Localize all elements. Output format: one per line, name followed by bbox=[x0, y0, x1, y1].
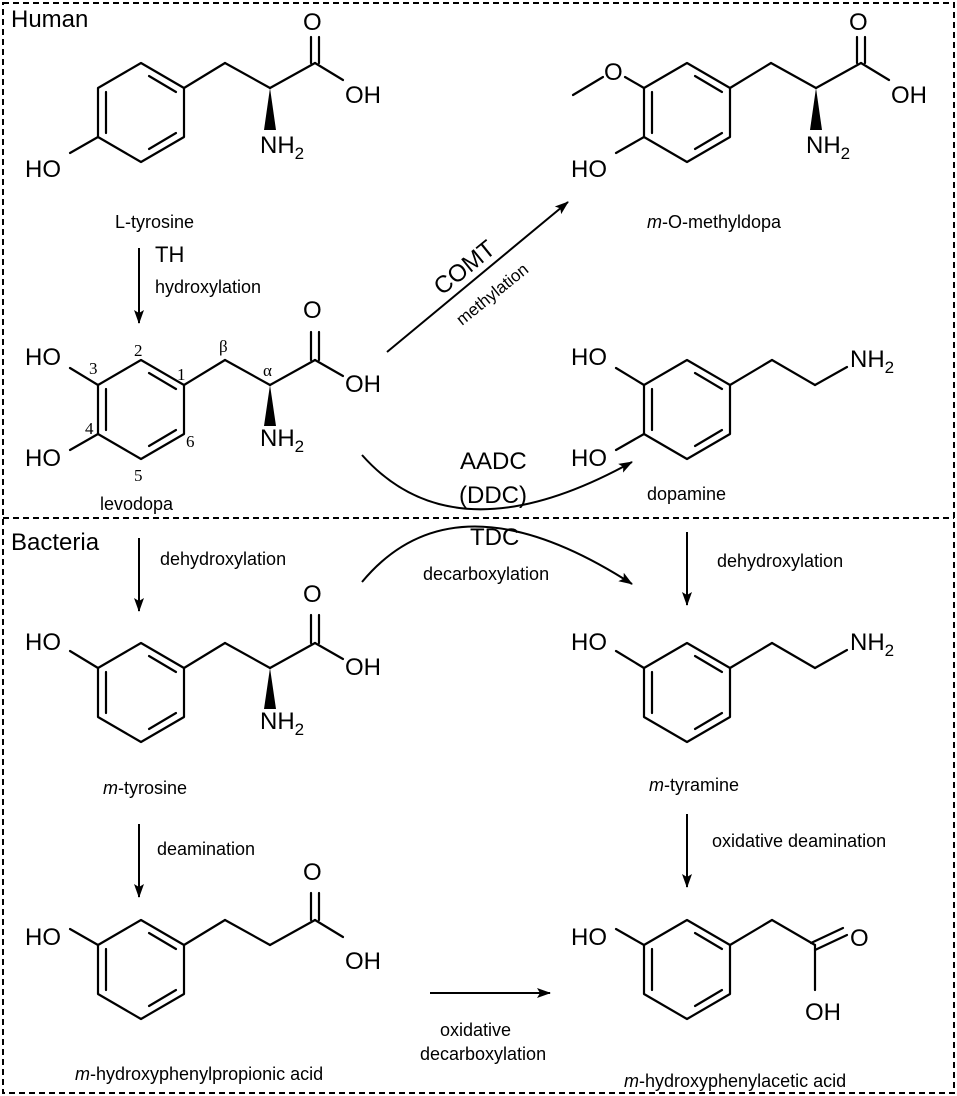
m-hppa-phenol-ho: HO bbox=[25, 924, 61, 951]
l-tyrosine-amine: NH2 bbox=[260, 132, 304, 163]
ddc-enzyme-label: (DDC) bbox=[459, 482, 527, 509]
ring-position-6: 6 bbox=[186, 432, 195, 451]
m-tyrosine-amine: NH2 bbox=[260, 708, 304, 739]
methyldopa-carbonyl-o: O bbox=[849, 9, 868, 36]
tdc-decarboxylation-arrow bbox=[361, 525, 633, 585]
m-o-methyldopa-label: m-O-methyldopa bbox=[647, 212, 782, 232]
m-tyrosine-label: m-tyrosine bbox=[103, 778, 187, 798]
l-tyrosine-acid-oh: OH bbox=[345, 82, 381, 109]
decarboxylation-label-bottom: decarboxylation bbox=[420, 1044, 546, 1064]
m-tyrosine-acid-oh: OH bbox=[345, 654, 381, 681]
m-hppa-structure bbox=[68, 891, 345, 1021]
alpha-carbon-label: α bbox=[263, 361, 272, 380]
levodopa-ho-3: HO bbox=[25, 344, 61, 371]
aadc-enzyme-label: AADC bbox=[460, 448, 527, 475]
m-hydroxyphenylpropionic-acid-label: m-hydroxyphenylpropionic acid bbox=[75, 1064, 323, 1084]
methyldopa-ether-o: O bbox=[604, 59, 623, 86]
dopamine-ho-3: HO bbox=[571, 344, 607, 371]
methyldopa-acid-oh: OH bbox=[891, 82, 927, 109]
tdc-enzyme-label: TDC bbox=[470, 524, 519, 551]
levodopa-carbonyl-o: O bbox=[303, 297, 322, 324]
dehydroxylation-label-right: dehydroxylation bbox=[717, 551, 843, 571]
human-section-label: Human bbox=[11, 6, 88, 33]
l-tyrosine-carbonyl-o: O bbox=[303, 9, 322, 36]
beta-carbon-label: β bbox=[219, 337, 228, 356]
m-tyramine-structure bbox=[614, 641, 849, 744]
dehydroxylation-label-left: dehydroxylation bbox=[160, 549, 286, 569]
m-tyramine-amine: NH2 bbox=[850, 629, 894, 660]
m-hppa-carbonyl-o: O bbox=[303, 859, 322, 886]
methyldopa-phenol-ho: HO bbox=[571, 156, 607, 183]
l-tyrosine-phenol-ho: HO bbox=[25, 156, 61, 183]
ring-position-4: 4 bbox=[85, 419, 94, 438]
methyldopa-amine: NH2 bbox=[806, 132, 850, 163]
dopamine-label: dopamine bbox=[647, 484, 726, 504]
bacteria-section-label: Bacteria bbox=[11, 529, 100, 556]
m-tyrosine-carbonyl-o: O bbox=[303, 581, 322, 608]
oxidative-label: oxidative bbox=[440, 1020, 511, 1040]
dopamine-amine: NH2 bbox=[850, 346, 894, 377]
levodopa-label: levodopa bbox=[100, 494, 174, 514]
th-enzyme-label: TH bbox=[155, 242, 184, 267]
ring-position-2: 2 bbox=[134, 341, 143, 360]
m-tyramine-phenol-ho: HO bbox=[571, 629, 607, 656]
m-tyrosine-phenol-ho: HO bbox=[25, 629, 61, 656]
hydroxylation-label: hydroxylation bbox=[155, 277, 261, 297]
dopamine-structure bbox=[614, 358, 849, 461]
m-hpaa-structure bbox=[614, 918, 849, 1021]
m-tyramine-label: m-tyramine bbox=[649, 775, 739, 795]
aadc-decarboxylation-arrow bbox=[361, 454, 633, 511]
l-tyrosine-label: L-tyrosine bbox=[115, 212, 194, 232]
decarboxylation-label: decarboxylation bbox=[423, 564, 549, 584]
m-hpaa-acid-oh: OH bbox=[805, 999, 841, 1026]
ring-position-5: 5 bbox=[134, 466, 143, 485]
l-tyrosine-structure bbox=[68, 35, 345, 164]
levodopa-ho-4: HO bbox=[25, 445, 61, 472]
oxidative-deamination-label: oxidative deamination bbox=[712, 831, 886, 851]
m-hpaa-carbonyl-o: O bbox=[850, 925, 869, 952]
m-o-methyldopa-structure bbox=[571, 35, 891, 164]
m-hppa-acid-oh: OH bbox=[345, 948, 381, 975]
m-hydroxyphenylacetic-acid-label: m-hydroxyphenylacetic acid bbox=[624, 1071, 846, 1091]
m-hpaa-phenol-ho: HO bbox=[571, 924, 607, 951]
levodopa-structure bbox=[68, 330, 345, 461]
dopamine-ho-4: HO bbox=[571, 445, 607, 472]
ring-position-1: 1 bbox=[177, 365, 186, 384]
m-tyrosine-structure bbox=[68, 613, 345, 744]
deamination-label: deamination bbox=[157, 839, 255, 859]
ring-position-3: 3 bbox=[89, 359, 98, 378]
comt-methylation-arrow bbox=[386, 201, 569, 353]
levodopa-amine: NH2 bbox=[260, 425, 304, 456]
levodopa-acid-oh: OH bbox=[345, 371, 381, 398]
